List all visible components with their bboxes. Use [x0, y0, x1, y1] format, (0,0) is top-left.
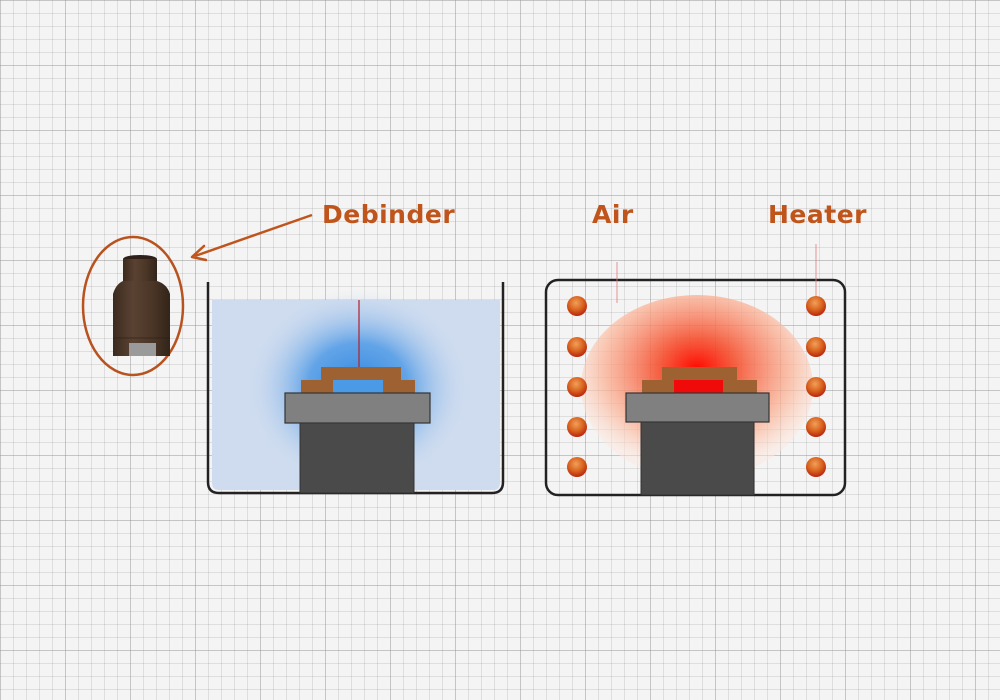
heater-label: Heater	[768, 200, 867, 229]
heater-dot	[806, 417, 826, 437]
thermal-debinding-furnace	[544, 244, 847, 497]
part-cavity-heated	[674, 380, 723, 394]
heater-dot	[806, 457, 826, 477]
debinder-label: Debinder	[322, 200, 456, 229]
component-body	[113, 281, 170, 356]
platen	[625, 392, 770, 423]
heater-dot	[567, 296, 587, 316]
part-upper-tier	[662, 367, 737, 381]
heater-dot	[567, 337, 587, 357]
heater-column-right	[806, 296, 826, 477]
highlight-ellipse	[81, 235, 185, 377]
pedestal	[299, 422, 415, 494]
heater-dot	[567, 377, 587, 397]
heater-column-left	[567, 296, 587, 477]
air-label: Air	[592, 200, 634, 229]
part-upper-tier	[321, 367, 401, 381]
solvent-debinding-tank	[206, 282, 505, 495]
component-slot	[129, 343, 156, 356]
platen	[284, 392, 431, 424]
part-cavity-solvent	[333, 380, 383, 394]
pointer-arrow	[190, 213, 313, 262]
heater-dot	[806, 377, 826, 397]
heater-dot	[567, 417, 587, 437]
pedestal	[640, 421, 755, 496]
heater-dot	[567, 457, 587, 477]
component-illustration	[81, 235, 185, 377]
heater-dot	[806, 337, 826, 357]
heater-dot	[806, 296, 826, 316]
